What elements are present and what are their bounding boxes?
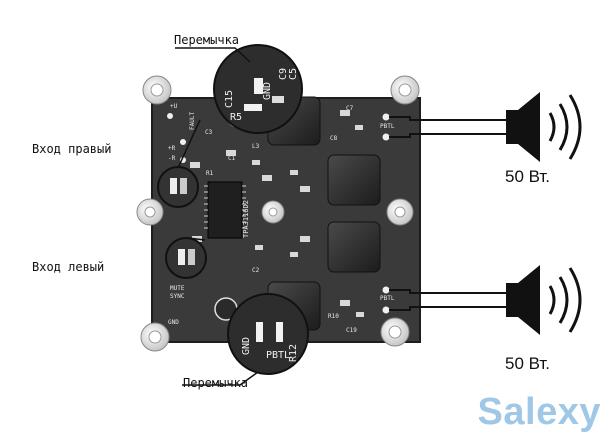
zoom-jumper-bottom: GND PBTL R12 (227, 293, 309, 375)
input-right-label: Вход правый (32, 142, 112, 156)
pin-label: +R (168, 145, 176, 152)
component-label: C1 (228, 155, 236, 162)
jumper-label-top: Перемычка (174, 33, 240, 47)
component-label: R10 (328, 313, 339, 320)
pin-label: +U (170, 103, 178, 110)
speaker-icon (506, 265, 582, 335)
pbtl-label: PBTL (380, 295, 395, 302)
pin-label: MUTE (170, 285, 185, 292)
pin-label: SYNC (170, 293, 185, 300)
component-label: C8 (330, 135, 338, 142)
component-label: C7 (346, 105, 354, 112)
zoom-label: GND (262, 82, 273, 100)
ic-label: TPA3116D2 (242, 200, 250, 238)
zoom-label: R5 (230, 112, 242, 123)
amplifier-ic (207, 181, 243, 239)
component-label: L3 (252, 143, 260, 150)
component-label: C2 (252, 267, 260, 274)
speaker-wires (389, 116, 510, 311)
component-label: R1 (206, 170, 214, 177)
zoom-label: PBTL (266, 350, 290, 361)
pbtl-label: PBTL (380, 123, 395, 130)
zoom-label: C5 (288, 68, 299, 80)
pin-label: GND (168, 319, 179, 326)
zoom-input-right (157, 166, 199, 208)
zoom-label: GND (241, 337, 252, 355)
component-label: C3 (205, 129, 213, 136)
zoom-jumper-top: C15 GND C9 C5 R5 (213, 44, 303, 134)
mount-holes (136, 75, 420, 352)
zoom-label: C15 (224, 90, 235, 108)
zoom-label: R12 (288, 344, 299, 362)
speaker-icon (506, 92, 582, 162)
jumper-label-bottom: Перемычка (183, 376, 249, 390)
input-left-label: Вход левый (32, 260, 105, 274)
ic-pins (204, 185, 246, 229)
callout-lines (175, 47, 259, 386)
power-label-top: 50 Вт. (505, 167, 551, 186)
zoom-input-left (165, 237, 207, 279)
output-terminals (382, 113, 390, 314)
watermark: Salexy (477, 391, 601, 433)
zoom-label: C9 (278, 68, 289, 80)
component-label: C19 (346, 327, 357, 334)
fault-label: FAULT (189, 112, 196, 130)
power-label-bottom: 50 Вт. (505, 354, 551, 373)
pin-label: -R (168, 155, 176, 162)
